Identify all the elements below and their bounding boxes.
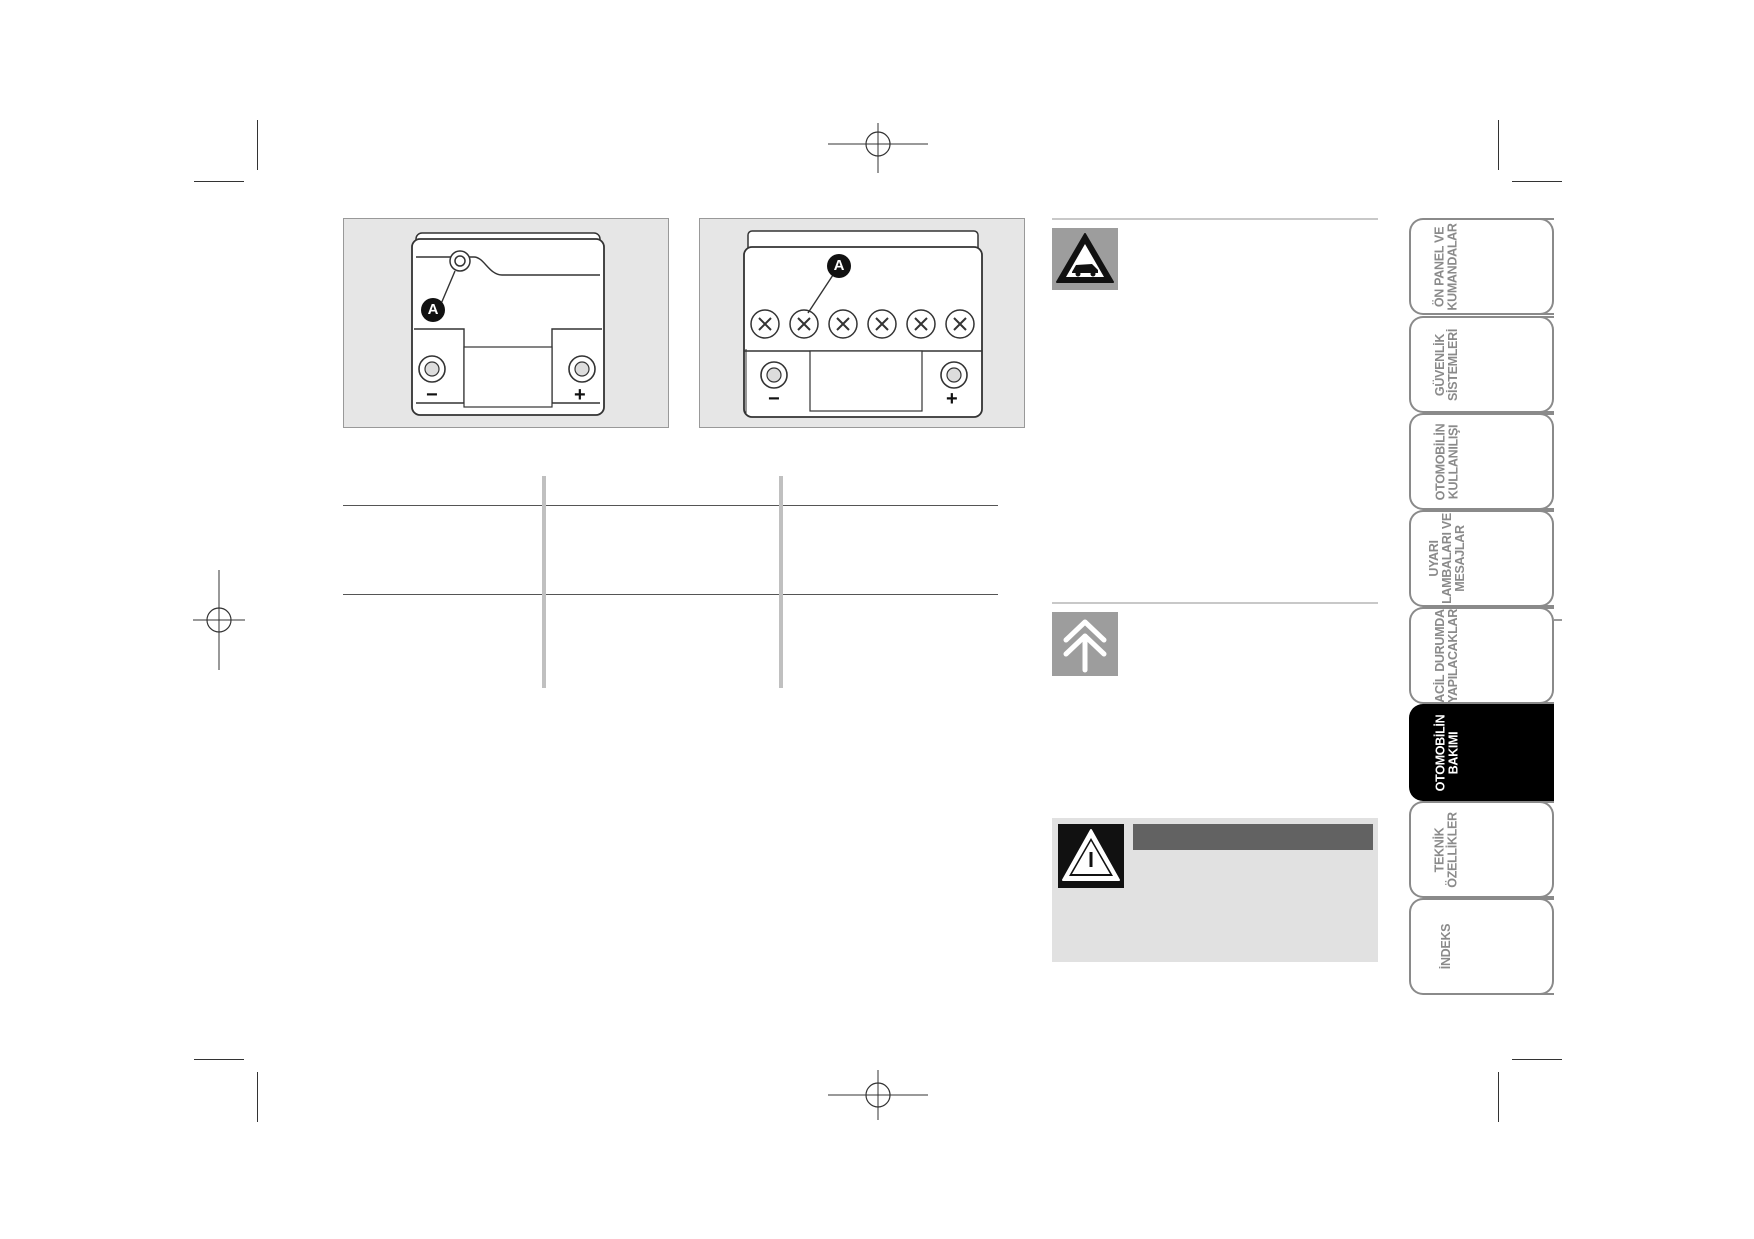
- warning-panel: [1052, 818, 1378, 962]
- table-row-divider: [343, 505, 998, 506]
- tab-on-panel-ve-kumandalar[interactable]: ÖN PANEL VE KUMANDALAR: [1409, 218, 1554, 315]
- battery-figure-left: A − +: [343, 218, 669, 428]
- environment-chevron-icon: [1052, 612, 1118, 676]
- tab-otomobilin-kullanilisi[interactable]: OTOMOBİLİN KULLANILIŞI: [1409, 413, 1554, 510]
- tab-guvenlik-sistemleri[interactable]: GÜVENLİK SİSTEMLERİ: [1409, 316, 1554, 413]
- tab-indeks[interactable]: İNDEKS: [1409, 898, 1554, 995]
- warning-header-bar: [1133, 824, 1373, 850]
- callout-a: A: [421, 298, 445, 322]
- callout-a: A: [827, 254, 851, 278]
- caution-triangle-icon: [1058, 824, 1124, 888]
- terminal-negative-label: −: [426, 384, 438, 406]
- battery-illustration: [743, 230, 983, 418]
- terminal-positive-label: +: [574, 384, 586, 406]
- tab-teknik-ozellikler[interactable]: TEKNİK ÖZELLİKLER: [1409, 801, 1554, 898]
- table-column-divider: [779, 476, 783, 688]
- section-rule: [1052, 602, 1378, 604]
- tab-label: UYARI LAMBALARI VE MESAJLAR: [1426, 513, 1467, 604]
- battery-figure-right: A − +: [699, 218, 1025, 428]
- tab-otomobilin-bakimi[interactable]: OTOMOBİLİN BAKIMI: [1409, 704, 1554, 801]
- tab-label: ÖN PANEL VE KUMANDALAR: [1433, 222, 1461, 311]
- tab-label: GÜVENLİK SİSTEMLERİ: [1433, 328, 1461, 401]
- registration-mark-icon: [828, 123, 928, 173]
- tab-label: OTOMOBİLİN KULLANILIŞI: [1433, 423, 1461, 500]
- terminal-negative-label: −: [768, 388, 780, 410]
- section-rule: [1052, 218, 1378, 220]
- tab-label: ACİL DURUMDA YAPILACAKLAR: [1433, 608, 1460, 703]
- tab-label: OTOMOBİLİN BAKIMI: [1433, 714, 1461, 791]
- terminal-positive-label: +: [946, 388, 958, 410]
- tab-uyari-lambalari-ve-mesajlar[interactable]: UYARI LAMBALARI VE MESAJLAR: [1409, 510, 1554, 607]
- tab-acil-durumda-yapilacaklar[interactable]: ACİL DURUMDA YAPILACAKLAR: [1409, 607, 1554, 704]
- battery-illustration: [411, 232, 605, 416]
- table-column-divider: [542, 476, 546, 688]
- registration-mark-icon: [828, 1070, 928, 1120]
- tab-label: TEKNİK ÖZELLİKLER: [1433, 811, 1460, 888]
- tab-label: İNDEKS: [1439, 923, 1454, 970]
- table-row-divider: [343, 594, 998, 595]
- road-safety-warning-icon: [1052, 228, 1118, 290]
- registration-mark-icon: [193, 570, 245, 670]
